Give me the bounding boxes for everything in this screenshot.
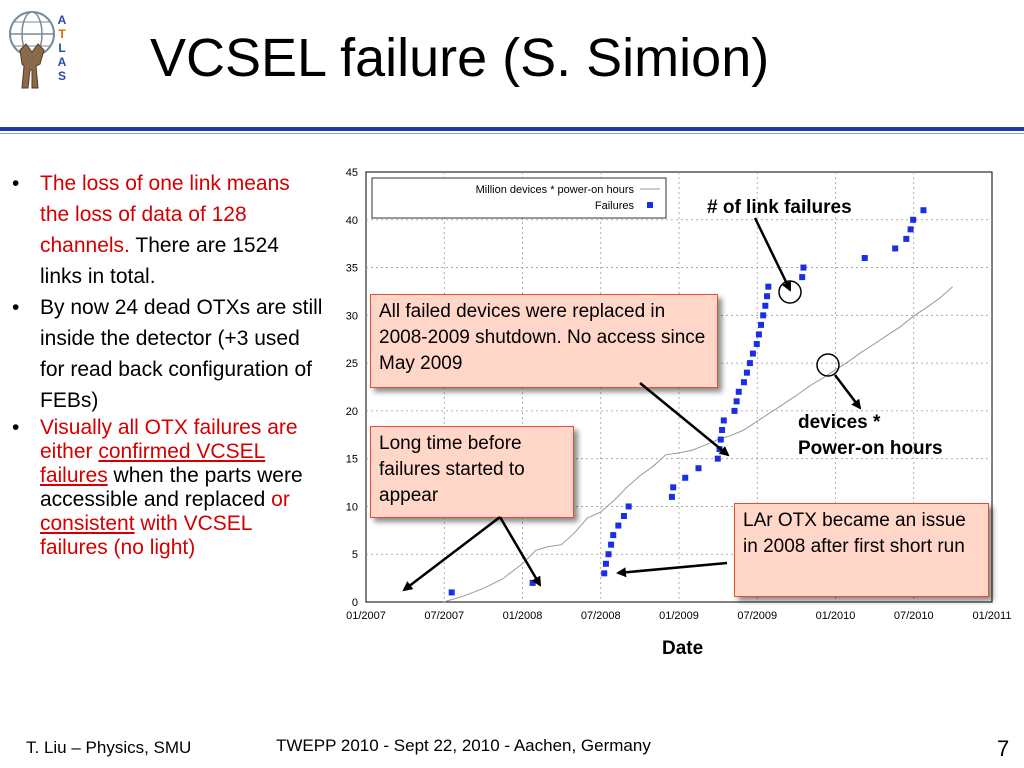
failure-point — [719, 427, 726, 433]
failure-point — [620, 513, 627, 519]
failure-point — [743, 369, 750, 376]
failure-point — [605, 551, 612, 558]
bullet-text: By now 24 dead OTXs are still inside the… — [40, 296, 323, 412]
failure-point — [615, 522, 622, 529]
failure-point — [720, 417, 727, 424]
failure-point — [740, 379, 747, 386]
failure-point — [753, 341, 760, 347]
failure-point — [716, 446, 723, 453]
x-tick-label: 07/2008 — [581, 610, 621, 622]
x-tick-label: 07/2007 — [424, 610, 464, 622]
failure-point — [695, 465, 702, 472]
failure-point — [800, 264, 807, 271]
logo-letter-l: L — [58, 41, 65, 55]
failure-point — [682, 474, 689, 481]
callout-replaced: All failed devices were replaced in 2008… — [370, 294, 718, 388]
x-tick-label: 07/2010 — [894, 610, 934, 622]
failure-point — [529, 579, 536, 586]
failure-point — [610, 532, 617, 539]
failure-point — [448, 589, 455, 596]
y-tick-label: 25 — [346, 358, 358, 370]
footer-author: T. Liu – Physics, SMU — [26, 738, 192, 757]
page-number: 7 — [997, 736, 1010, 761]
bullet-text: There are 1524 links in total. — [40, 234, 279, 288]
failure-point — [746, 360, 753, 367]
failure-point — [731, 407, 738, 414]
y-tick-label: 5 — [352, 549, 358, 561]
x-tick-label: 01/2010 — [816, 610, 856, 622]
failure-point — [755, 331, 762, 338]
failure-point — [670, 484, 677, 491]
failure-point — [760, 312, 767, 319]
x-tick-label: 01/2011 — [973, 610, 1012, 622]
failure-point — [733, 398, 740, 405]
y-tick-label: 20 — [346, 406, 358, 418]
x-tick-label: 01/2008 — [503, 610, 543, 622]
bullet-item-otx-failures: Visually all OTX failures are either con… — [6, 416, 324, 560]
legend-swatch-points — [647, 202, 653, 208]
failure-point — [668, 493, 675, 500]
bullet-item-link-loss: The loss of one link means the loss of d… — [6, 168, 324, 292]
failure-point — [714, 455, 721, 462]
confirmed-vcsel-link: confirmed VCSEL failures — [40, 440, 266, 487]
y-tick-label: 15 — [346, 454, 358, 466]
consistent-link: consistent — [40, 512, 135, 535]
y-tick-label: 40 — [346, 215, 358, 227]
legend-box — [371, 177, 667, 219]
failure-point — [601, 570, 608, 577]
y-tick-label: 35 — [346, 263, 358, 275]
bullet-text-red: or — [271, 488, 290, 511]
bullet-text-red: Visually all OTX failures are either — [40, 416, 298, 463]
failure-point — [625, 503, 632, 510]
y-tick-label: 45 — [346, 167, 358, 179]
bullet-text: when the parts were accessible and repla… — [40, 464, 303, 511]
failure-point — [602, 560, 609, 567]
x-tick-label: 07/2009 — [737, 610, 777, 622]
x-tick-label: 01/2007 — [346, 610, 386, 622]
bullet-item-dead-otx: By now 24 dead OTXs are still inside the… — [6, 292, 324, 416]
x-tick-label: 01/2009 — [659, 610, 699, 622]
failure-point — [861, 255, 868, 261]
failure-point — [608, 541, 615, 548]
bullet-list: The loss of one link means the loss of d… — [6, 168, 324, 560]
failure-point — [717, 436, 724, 443]
failure-point — [765, 283, 772, 290]
title-divider — [0, 127, 1024, 131]
failure-point — [910, 216, 917, 223]
failure-point — [903, 235, 910, 242]
slide-title: VCSEL failure (S. Simion) — [150, 28, 770, 88]
legend-label-failures: Failures — [595, 200, 635, 212]
failure-point — [735, 388, 742, 395]
label-devices-line1: devices * — [798, 412, 881, 433]
y-tick-label: 10 — [346, 501, 358, 513]
callout-long-time: Long time before failures started to app… — [370, 426, 574, 518]
logo-letter-a1: A — [58, 13, 67, 27]
failure-point — [920, 207, 927, 214]
label-link-failures: # of link failures — [707, 197, 852, 218]
failure-point — [764, 293, 771, 300]
y-tick-label: 30 — [346, 310, 358, 322]
bullet-text-red: with VCSEL failures (no light) — [40, 512, 252, 559]
y-tick-label: 0 — [352, 597, 358, 609]
failure-point — [907, 226, 914, 233]
failure-point — [749, 350, 756, 357]
logo-letter-a2: A — [58, 55, 67, 69]
failure-point — [799, 274, 806, 281]
callout-lar-otx: LAr OTX became an issue in 2008 after fi… — [734, 503, 989, 597]
legend-label-device-hours: Million devices * power-on hours — [476, 184, 635, 196]
label-devices-hours: devices * Power-on hours — [798, 410, 943, 462]
logo-letter-s: S — [58, 69, 66, 83]
title-divider-thin — [0, 133, 1024, 134]
atlas-logo: A T L A S — [6, 4, 78, 96]
logo-letter-t: T — [58, 27, 66, 41]
bullet-text-red: The loss of one link means the loss of d… — [40, 172, 290, 257]
label-devices-line2: Power-on hours — [798, 438, 943, 459]
x-axis-title: Date — [662, 638, 704, 659]
footer-conference: TWEPP 2010 - Sept 22, 2010 - Aachen, Ger… — [276, 736, 651, 755]
failure-point — [892, 245, 899, 252]
failure-point — [762, 302, 769, 309]
failure-point — [758, 321, 765, 328]
